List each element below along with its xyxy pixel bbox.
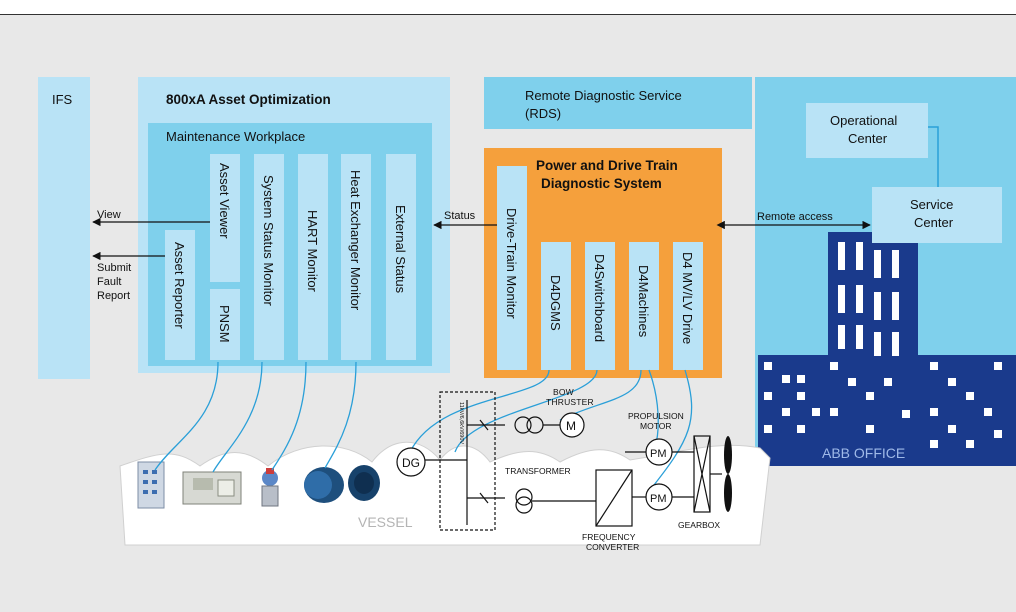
pm-bottom-circle xyxy=(645,483,673,511)
propulsion-line1: PROPULSION xyxy=(628,411,684,421)
d4-mv-lv-drive-label: D4 MV/LV Drive xyxy=(680,252,695,345)
dg-label: DG xyxy=(402,456,420,470)
m-label: M xyxy=(566,419,576,433)
bow-thruster-line2: THRUSTER xyxy=(546,397,594,407)
rds-line2: (RDS) xyxy=(525,106,562,121)
asset-reporter-label: Asset Reporter xyxy=(172,242,187,329)
operational-center-line1: Operational xyxy=(830,113,898,128)
external-status-label: External Status xyxy=(393,205,408,294)
electrical-diagram xyxy=(425,391,722,531)
operational-center-line2: Center xyxy=(848,131,888,146)
propulsion-line2: MOTOR xyxy=(640,421,671,431)
pm-top-circle xyxy=(645,438,673,466)
abb-office-label: ABB OFFICE xyxy=(822,445,905,461)
d4machines-box[interactable] xyxy=(629,242,659,370)
maintenance-workplace-title: Maintenance Workplace xyxy=(166,129,306,144)
d4-mv-lv-drive-box[interactable] xyxy=(673,242,703,370)
pnsm-label: PNSM xyxy=(217,305,232,343)
transformer-label: TRANSFORMER xyxy=(505,466,571,476)
rds-box[interactable] xyxy=(484,77,752,129)
abb-office-building: ABB OFFICE xyxy=(758,232,1016,466)
service-center-line1: Service xyxy=(910,197,954,212)
submit-line3: Report xyxy=(97,290,131,302)
drive-train-monitor-label: Drive-Train Monitor xyxy=(504,208,519,319)
heat-exchanger-monitor-box[interactable] xyxy=(341,154,371,360)
service-center-box[interactable] xyxy=(872,187,1002,243)
rds-line1: Remote Diagnostic Service xyxy=(525,88,682,103)
pm-top-label: PM xyxy=(650,448,667,460)
dg-circle xyxy=(396,447,426,477)
d4dgms-box[interactable] xyxy=(541,242,571,370)
propeller-icon xyxy=(724,436,732,512)
submit-line1: Submit xyxy=(97,262,132,274)
service-center-line2: Center xyxy=(914,215,954,230)
remote-access-label: Remote access xyxy=(757,211,833,223)
center-link-line xyxy=(928,126,939,187)
pnsm-box[interactable] xyxy=(210,289,240,360)
vessel-label: VESSEL xyxy=(358,514,413,530)
ifs-label: IFS xyxy=(52,92,73,107)
d4dgms-label: D4DGMS xyxy=(548,275,563,331)
asset-reporter-box[interactable] xyxy=(165,230,195,360)
asset-optimization-title: 800xA Asset Optimization xyxy=(166,92,331,107)
gearbox-label: GEARBOX xyxy=(678,520,720,530)
pdtds-title-line1: Power and Drive Train xyxy=(536,158,678,173)
ifs-box[interactable] xyxy=(38,77,90,379)
status-label: Status xyxy=(444,210,476,222)
asset-viewer-box[interactable] xyxy=(210,154,240,282)
system-status-monitor-box[interactable] xyxy=(254,154,284,360)
heat-exchanger-monitor-label: Heat Exchanger Monitor xyxy=(348,170,363,311)
switchboard-voltage-label: 11kV/6,6kV/690V xyxy=(458,402,464,444)
hart-monitor-box[interactable] xyxy=(298,154,328,360)
frequency-line2: CONVERTER xyxy=(586,542,639,552)
submit-line2: Fault xyxy=(97,276,122,288)
frequency-line1: FREQUENCY xyxy=(582,532,636,542)
d4switchboard-label: D4Switchboard xyxy=(592,254,607,343)
pm-bottom-label: PM xyxy=(650,493,667,505)
d4switchboard-box[interactable] xyxy=(585,242,615,370)
bow-thruster-line1: BOW xyxy=(553,387,574,397)
field-devices xyxy=(137,461,380,509)
external-status-box[interactable] xyxy=(386,154,416,360)
m-circle xyxy=(559,412,585,438)
hart-monitor-label: HART Monitor xyxy=(305,210,320,292)
system-status-monitor-label: System Status Monitor xyxy=(261,175,276,306)
maintenance-workplace-box[interactable] xyxy=(148,123,432,366)
pdtds-title-line2: Diagnostic System xyxy=(541,176,662,191)
d4machines-label: D4Machines xyxy=(636,265,651,338)
asset-viewer-label: Asset Viewer xyxy=(217,163,232,239)
view-label: View xyxy=(97,209,121,221)
operational-center-box[interactable] xyxy=(806,103,928,158)
drive-train-monitor-box[interactable] xyxy=(497,166,527,370)
